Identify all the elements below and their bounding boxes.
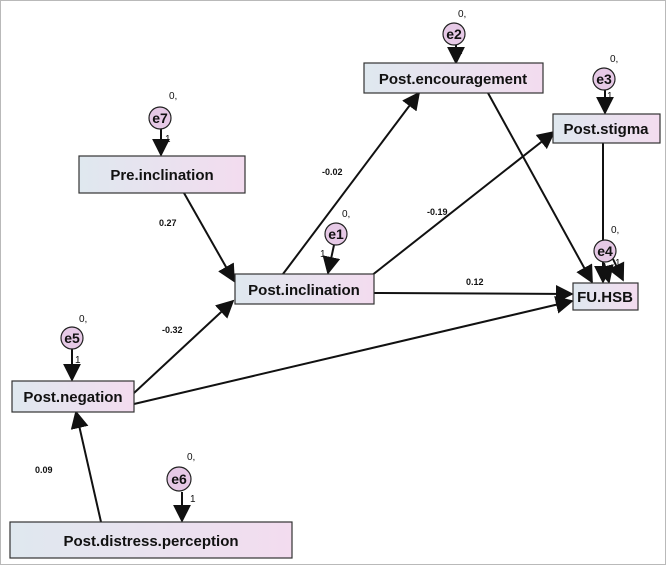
variance-label: 0, <box>187 452 195 463</box>
box-label: Pre.inclination <box>110 167 213 184</box>
error-label: e6 <box>171 471 187 487</box>
weight-label: 1 <box>457 46 463 57</box>
error-e2: 0, e2 1 <box>442 9 466 57</box>
box-post-negation: Post.negation <box>11 380 135 413</box>
variance-label: 0, <box>611 225 619 236</box>
box-label: Post.encouragement <box>379 71 527 88</box>
variance-label: 0, <box>169 91 177 102</box>
variance-label: 0, <box>342 209 350 220</box>
arrow-inclination-to-encouragement <box>282 91 421 275</box>
weight-label: 1 <box>615 258 621 269</box>
error-e4: 0, e4 1 <box>593 225 621 269</box>
error-label: e5 <box>64 330 80 346</box>
error-e3: 0, e3 1 <box>592 54 618 102</box>
error-label: e3 <box>596 71 612 87</box>
weight-label: 1 <box>165 134 171 145</box>
coef-pre-to-post: 0.27 <box>159 218 177 228</box>
arrow-e4-a <box>596 262 614 284</box>
arrow-e4-b <box>607 258 625 282</box>
error-label: e4 <box>597 243 613 259</box>
error-label: e7 <box>152 110 168 126</box>
arrow-inclination-to-hsb <box>373 284 574 303</box>
box-post-distress-perception: Post.distress.perception <box>9 521 293 559</box>
weight-label: 1 <box>190 494 196 505</box>
variance-label: 0, <box>79 314 87 325</box>
arrow-pre-to-post-inclination <box>183 192 235 283</box>
box-fu-hsb: FU.HSB <box>572 282 639 311</box>
error-e7: 0, e7 1 <box>148 91 177 145</box>
arrow-e1 <box>322 244 341 275</box>
error-e1: 0, e1 1 <box>320 209 350 260</box>
box-pre-inclination: Pre.inclination <box>78 155 246 194</box>
box-label: Post.distress.perception <box>63 533 238 550</box>
arrow-encouragement-to-hsb <box>487 92 593 284</box>
coef-to-encouragement: -0.02 <box>322 167 343 177</box>
coef-to-stigma: -0.19 <box>427 207 448 217</box>
error-e5: 0, e5 1 <box>60 314 87 366</box>
box-label: FU.HSB <box>577 289 633 306</box>
arrow-negation-to-inclination <box>133 299 235 394</box>
variance-label: 0, <box>610 54 618 65</box>
weight-label: 1 <box>320 249 326 260</box>
box-post-inclination: Post.inclination <box>234 273 375 305</box>
box-post-encouragement: Post.encouragement <box>363 62 544 94</box>
variance-label: 0, <box>458 9 466 20</box>
box-label: Post.stigma <box>563 121 649 138</box>
box-post-stigma: Post.stigma <box>552 113 661 144</box>
error-e6: 0, e6 1 <box>166 452 196 505</box>
coef-distress-to-negation: 0.09 <box>35 465 53 475</box>
arrow-distress-to-negation <box>70 410 102 523</box>
box-label: Post.negation <box>23 389 122 406</box>
weight-label: 1 <box>607 91 613 102</box>
error-label: e2 <box>446 26 462 42</box>
arrow-inclination-to-stigma <box>370 130 556 277</box>
error-label: e1 <box>328 226 344 242</box>
arrow-negation-to-hsb <box>133 295 574 405</box>
weight-label: 1 <box>75 355 81 366</box>
coef-negation-to-inclination: -0.32 <box>162 325 183 335</box>
coef-to-hsb: 0.12 <box>466 277 484 287</box>
box-label: Post.inclination <box>248 282 360 299</box>
